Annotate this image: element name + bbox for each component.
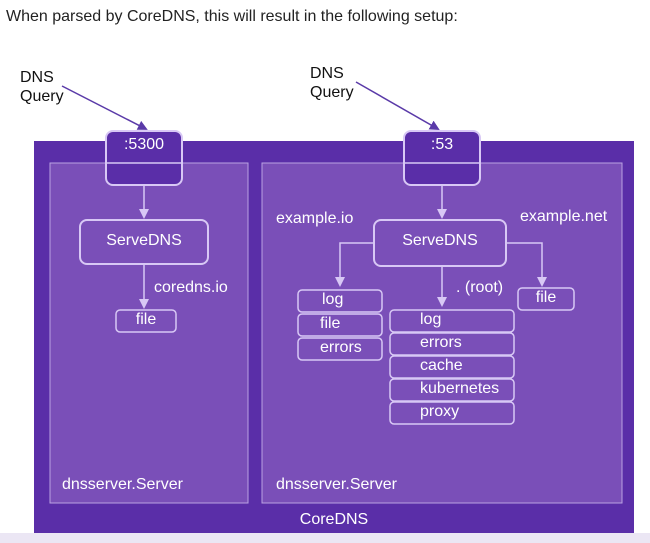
coredns-label: CoreDNS xyxy=(299,511,369,528)
example-net-zone-label: example.net xyxy=(520,208,608,225)
right-server-label: dnsserver.Server xyxy=(276,476,397,493)
root-plugin-box xyxy=(389,401,515,425)
root-plugin-cache: cache xyxy=(420,357,463,374)
example-net-plugin-box xyxy=(517,287,575,311)
left-query-arrow xyxy=(61,85,148,130)
dns-query-label-left: DNS Query xyxy=(20,69,64,105)
example-io-plugin-log: log xyxy=(322,291,344,308)
right-query-arrow xyxy=(355,81,440,130)
example-net-plugin-file: file xyxy=(535,289,557,306)
root-plugin-box xyxy=(389,332,515,356)
example-io-plugin-box xyxy=(297,337,383,361)
root-plugin-proxy: proxy xyxy=(420,403,460,420)
left-server-label: dnsserver.Server xyxy=(62,476,183,493)
example-io-zone-label: example.io xyxy=(276,210,354,227)
example-io-plugin-file: file xyxy=(320,315,341,332)
root-zone-label: . (root) xyxy=(456,279,504,296)
root-plugin-box xyxy=(389,378,515,402)
left-server-box xyxy=(49,162,249,504)
left-port-label: :5300 xyxy=(123,136,165,153)
left-file-plugin: file xyxy=(135,311,157,328)
example-io-arrow xyxy=(335,242,374,287)
example-io-plugin-box xyxy=(297,289,383,313)
example-io-plugin-errors: errors xyxy=(320,339,362,356)
left-zone-label: coredns.io xyxy=(154,279,228,296)
root-plugin-box xyxy=(389,309,515,333)
root-plugin-errors: errors xyxy=(420,334,462,351)
right-servedns-label: ServeDNS xyxy=(402,232,478,249)
root-plugin-box xyxy=(389,355,515,379)
left-file-plugin-box xyxy=(115,309,177,333)
root-plugin-kubernetes: kubernetes xyxy=(420,380,500,397)
right-port-label: :53 xyxy=(430,136,454,153)
bottom-shadow xyxy=(0,533,650,543)
left-servedns-label: ServeDNS xyxy=(106,232,182,249)
root-plugin-log: log xyxy=(420,311,442,328)
dns-query-label-right: DNS Query xyxy=(310,65,354,101)
intro-text: When parsed by CoreDNS, this will result… xyxy=(6,8,458,25)
example-net-arrow xyxy=(506,242,547,287)
example-io-plugin-box xyxy=(297,313,383,337)
